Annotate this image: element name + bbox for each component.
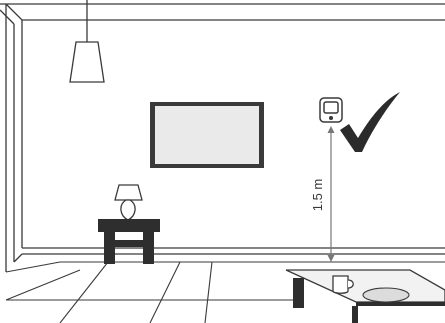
ceiling-molding	[0, 4, 445, 24]
pendant-lamp	[70, 0, 104, 82]
thermostat-icon	[320, 98, 342, 122]
plate	[363, 288, 409, 302]
table-lamp	[115, 185, 142, 220]
height-label: 1.5 m	[310, 179, 325, 212]
coffee-table	[286, 270, 445, 323]
side-table	[98, 219, 160, 264]
height-dimension-arrow	[328, 126, 335, 262]
checkmark-icon	[340, 92, 400, 152]
wall-tv	[150, 102, 264, 168]
